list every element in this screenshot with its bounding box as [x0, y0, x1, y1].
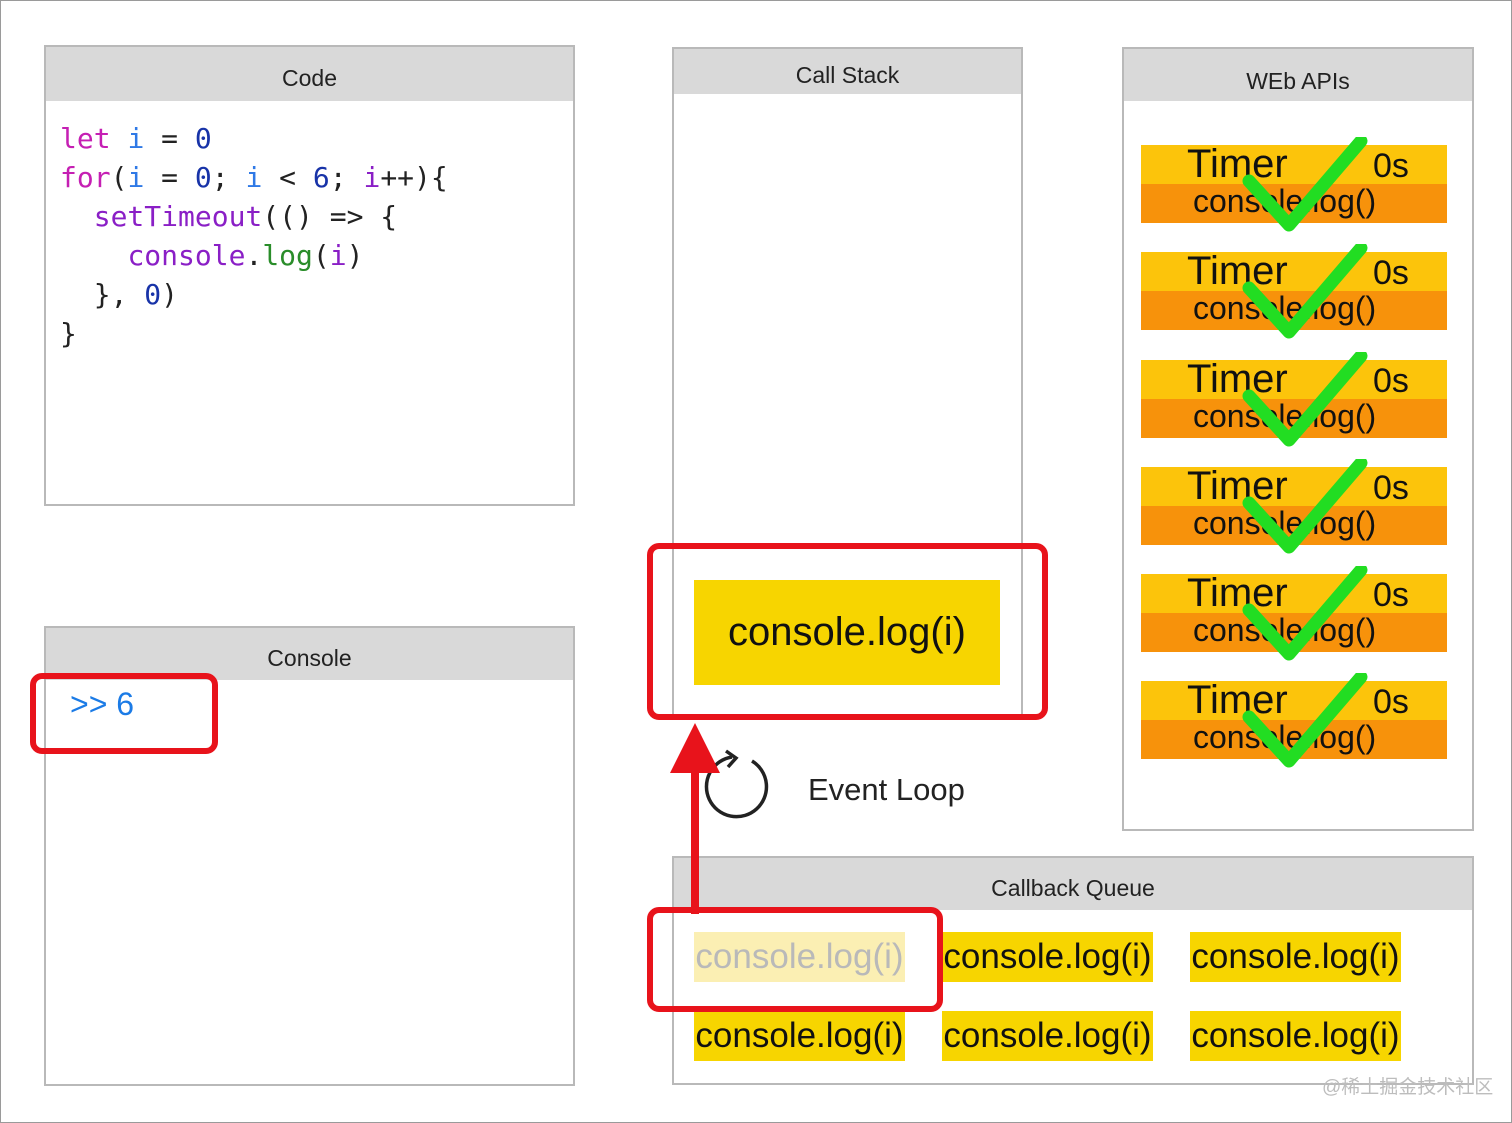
call-stack-item: console.log(i)	[694, 580, 1000, 685]
queue-item: console.log(i)	[694, 1011, 905, 1061]
code-token: 0	[194, 122, 212, 155]
code-token: =	[144, 122, 195, 155]
code-token: setTimeout	[93, 200, 263, 233]
code-token: (	[312, 239, 330, 272]
console-panel: Console	[44, 626, 575, 1086]
code-token: log	[262, 239, 313, 272]
code-token: i	[329, 239, 347, 272]
timer-duration: 0s	[1373, 362, 1409, 400]
code-token: 6	[312, 161, 330, 194]
code-token: i	[245, 161, 263, 194]
code-token: (() => {	[262, 200, 398, 233]
code-token: }	[60, 317, 77, 350]
timer-label: Timer	[1187, 464, 1288, 508]
code-line: }	[60, 314, 77, 353]
call-stack-highlight-box	[647, 543, 1048, 720]
code-line: setTimeout(() => {	[60, 197, 397, 236]
watermark: @稀土掘金技术社区	[1322, 1077, 1494, 1098]
code-line: }, 0)	[60, 275, 178, 314]
callback-queue-panel-title: Callback Queue	[674, 858, 1472, 910]
timer-top-band	[1141, 145, 1447, 184]
timer-label: Timer	[1187, 249, 1288, 293]
checkmark-icon	[1242, 566, 1368, 661]
console-output: >> 6	[70, 686, 135, 722]
queue-item: console.log(i)	[1190, 1011, 1401, 1061]
checkmark-icon	[1242, 244, 1368, 339]
code-token: <	[262, 161, 313, 194]
queue-item: console.log(i)	[942, 932, 1153, 982]
timer-duration: 0s	[1373, 254, 1409, 292]
timer-top-band	[1141, 681, 1447, 720]
checkmark-icon	[1242, 673, 1368, 768]
code-token: i	[363, 161, 381, 194]
code-token: =	[144, 161, 195, 194]
queue-to-stack-arrow	[670, 723, 720, 914]
timer-label: Timer	[1187, 357, 1288, 401]
timer-top-band	[1141, 360, 1447, 399]
checkmark-icon	[1242, 352, 1368, 447]
code-token: (	[110, 161, 128, 194]
queue-item: console.log(i)	[694, 932, 905, 982]
queue-highlight-box	[647, 907, 943, 1012]
checkmark-icon	[1242, 137, 1368, 232]
code-token: .	[245, 239, 263, 272]
timer-label: Timer	[1187, 142, 1288, 186]
code-line: for(i = 0; i < 6; i++){	[60, 158, 448, 197]
timer-duration: 0s	[1373, 469, 1409, 507]
code-token: for	[60, 161, 111, 194]
code-token	[60, 239, 127, 272]
console-panel-title: Console	[46, 628, 573, 680]
code-token: 0	[144, 278, 162, 311]
timer-label: Timer	[1187, 678, 1288, 722]
timer-top-band	[1141, 252, 1447, 291]
timer-duration: 0s	[1373, 576, 1409, 614]
queue-item: console.log(i)	[942, 1011, 1153, 1061]
event-loop-label: Event Loop	[808, 772, 965, 807]
code-token: i	[127, 161, 145, 194]
code-token: ;	[329, 161, 364, 194]
timer-label: Timer	[1187, 571, 1288, 615]
code-token: )	[161, 278, 179, 311]
code-token: )	[346, 239, 364, 272]
checkmark-icon	[1242, 459, 1368, 554]
code-token: let	[60, 122, 128, 155]
code-line: console.log(i)	[60, 236, 363, 275]
console-highlight-box	[30, 673, 218, 754]
queue-item: console.log(i)	[1190, 932, 1401, 982]
code-token: i	[127, 122, 145, 155]
timer-top-band	[1141, 467, 1447, 506]
call-stack-panel-title: Call Stack	[674, 49, 1021, 94]
code-token: 0	[194, 161, 212, 194]
code-token: console	[127, 239, 246, 272]
code-token	[60, 200, 94, 233]
web-apis-panel-title: WEb APIs	[1124, 49, 1472, 101]
code-line: let i = 0	[60, 119, 212, 158]
code-panel-title: Code	[46, 47, 573, 101]
timer-duration: 0s	[1373, 683, 1409, 721]
code-token: },	[60, 278, 145, 311]
code-token: ;	[211, 161, 246, 194]
timer-top-band	[1141, 574, 1447, 613]
timer-duration: 0s	[1373, 147, 1409, 185]
code-token: ++){	[380, 161, 448, 194]
